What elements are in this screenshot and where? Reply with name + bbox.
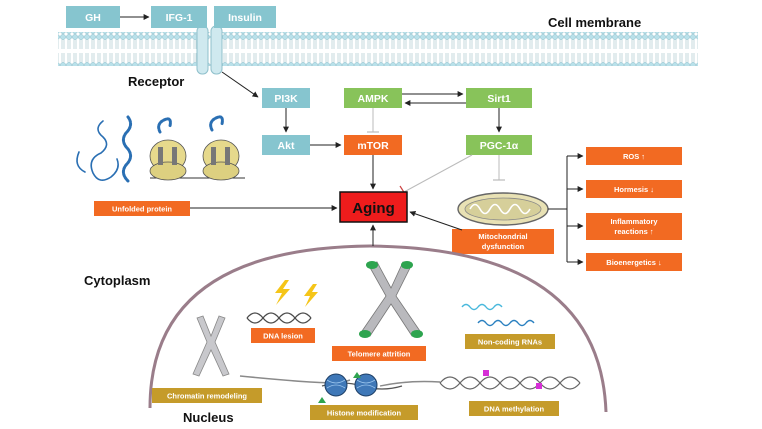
inflammatory-label-1: Inflammatory (610, 217, 658, 226)
ampk-label: AMPK (358, 93, 389, 105)
cytoplasm-label: Cytoplasm (84, 273, 150, 288)
igf1-label: IFG-1 (166, 12, 193, 24)
mito-to-aging-arrow (409, 210, 463, 231)
nucleus-label: Nucleus (183, 410, 234, 425)
chromatin-remodeling-label: Chromatin remodeling (167, 392, 247, 401)
aging-label: Aging (352, 200, 395, 217)
mito-effects-bracket (548, 153, 584, 265)
sirt1-box: Sirt1 (466, 88, 532, 108)
cell-membrane (58, 32, 698, 66)
bioenergetics-box: Bioenergetics ↓ (586, 253, 682, 271)
insulin-box: Insulin (214, 6, 276, 28)
ampk-box: AMPK (344, 88, 402, 108)
histone-modification-box: Histone modification (310, 405, 418, 420)
pgc1a-inhibits-mito (493, 155, 505, 181)
telomere-attrition-label: Telomere attrition (348, 350, 411, 359)
mtor-box: mTOR (344, 135, 402, 155)
cell-membrane-label: Cell membrane (548, 15, 641, 30)
igf1-box: IFG-1 (151, 6, 207, 28)
inflammatory-label-2: reactions ↑ (614, 227, 653, 236)
dna-linker (379, 380, 441, 387)
pgc1a-box: PGC-1α (466, 135, 532, 155)
unfolded-protein-box: Unfolded protein (94, 201, 190, 216)
pi3k-box: PI3K (262, 88, 310, 108)
hormesis-label: Hormesis ↓ (614, 185, 654, 194)
gh-box: GH (66, 6, 120, 28)
pgc1a-label: PGC-1α (480, 140, 519, 152)
receptor-label: Receptor (128, 74, 184, 89)
gh-label: GH (85, 12, 101, 24)
histone-icon (318, 372, 403, 403)
insulin-label: Insulin (228, 12, 262, 24)
dna-methylation-helix-icon (439, 376, 581, 390)
pgc1a-inhibits-aging (399, 154, 473, 198)
ribosome-icon (149, 139, 245, 181)
non-coding-rnas-label: Non-coding RNAs (478, 338, 542, 347)
inflammatory-box: Inflammatory reactions ↑ (586, 213, 682, 240)
sirt1-label: Sirt1 (487, 93, 511, 105)
dna-lesion-label: DNA lesion (263, 332, 303, 341)
aging-box: Aging (339, 191, 408, 223)
nuclear-envelope (148, 244, 608, 413)
chromatin-remodeling-box: Chromatin remodeling (152, 388, 262, 403)
histone-modification-label: Histone modification (327, 409, 402, 418)
methyl-mark-1 (483, 370, 489, 376)
ros-box: ROS ↑ (586, 147, 682, 165)
mito-dysfunction-label-1: Mitochondrial (478, 232, 527, 241)
lightning-icon (275, 280, 318, 307)
dna-lesion-box: DNA lesion (251, 328, 315, 343)
mtor-label: mTOR (357, 140, 389, 152)
mito-dysfunction-box: Mitochondrial dysfunction (452, 229, 554, 254)
dna-lesion-helix-icon (246, 312, 312, 324)
methyl-mark-2 (536, 383, 542, 389)
dna-methylation-box: DNA methylation (469, 401, 559, 416)
dna-methylation-label: DNA methylation (484, 405, 545, 414)
telomere-chromosome-icon (359, 261, 423, 338)
akt-box: Akt (262, 135, 310, 155)
pi3k-label: PI3K (274, 93, 298, 105)
mitochondrion-icon (457, 192, 549, 226)
non-coding-rna-icon (461, 303, 535, 327)
ros-label: ROS ↑ (623, 152, 645, 161)
unfolded-protein-label: Unfolded protein (112, 205, 172, 214)
telomere-attrition-box: Telomere attrition (332, 346, 426, 361)
hormesis-box: Hormesis ↓ (586, 180, 682, 198)
mito-dysfunction-label-2: dysfunction (482, 242, 525, 251)
receptor-to-pi3k-arrow (221, 71, 259, 98)
ampk-inhibits-mtor (367, 108, 379, 133)
non-coding-rnas-box: Non-coding RNAs (465, 334, 555, 349)
unfolded-protein-icon (76, 115, 224, 183)
akt-label: Akt (278, 140, 295, 152)
chromatin-chromosome-icon (192, 315, 230, 377)
bioenergetics-label: Bioenergetics ↓ (606, 258, 661, 267)
